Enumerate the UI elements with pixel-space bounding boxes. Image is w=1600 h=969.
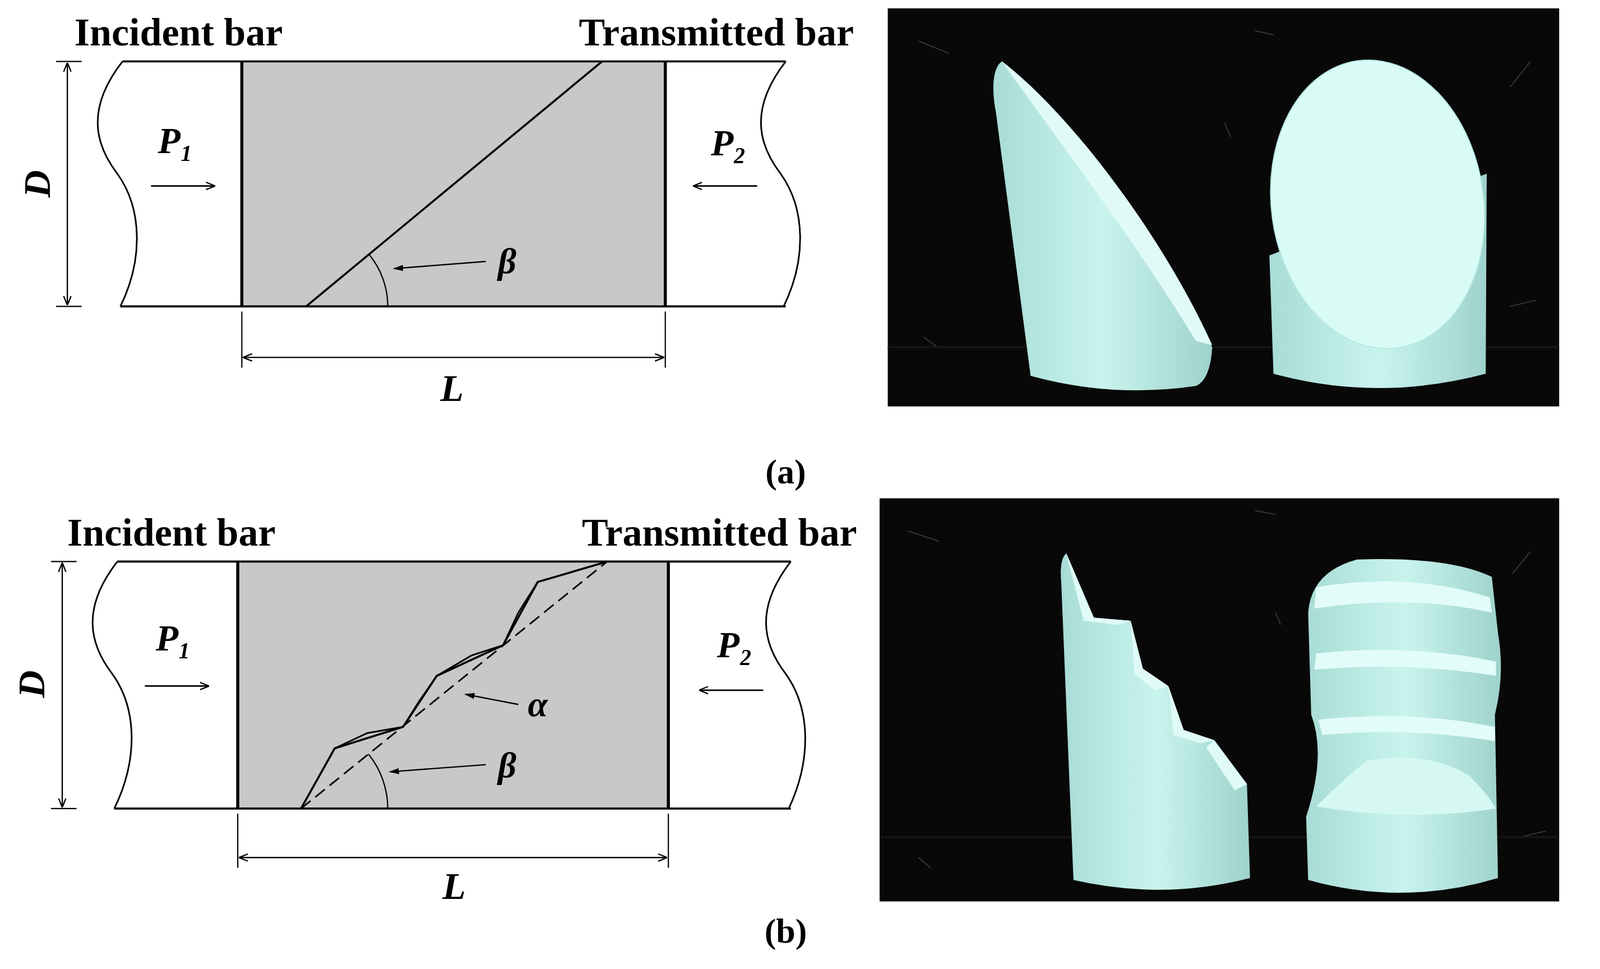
mean-joint-line [301, 561, 608, 808]
angle-label: β [497, 747, 517, 784]
dimension-label: L [442, 866, 466, 905]
bar-break [92, 561, 132, 808]
load-arrow [150, 185, 215, 187]
schematic-a [56, 61, 800, 368]
leader-line [465, 694, 519, 705]
load-arrow [144, 685, 208, 687]
photo-b [879, 498, 1560, 902]
bar-break [760, 61, 800, 307]
leader-line [394, 261, 487, 269]
bar-name: Incident bar [74, 12, 283, 53]
bar-break [765, 561, 806, 808]
dimension-label: D [17, 169, 57, 198]
load-label: P₂ [710, 124, 747, 162]
bar-name: Transmitted bar [581, 512, 858, 553]
panel-label: (a) [765, 454, 806, 489]
angle-label: α [528, 686, 548, 723]
serrated-joint [301, 561, 608, 808]
angle-label: β [497, 243, 517, 280]
specimen [241, 61, 665, 307]
leader-line [389, 764, 486, 772]
schematic-b [51, 561, 806, 868]
dimension-label: D [12, 669, 51, 698]
load-arrow [694, 185, 758, 187]
load-label: P₁ [157, 122, 193, 160]
load-label: P₁ [155, 619, 192, 657]
photo-a [888, 8, 1560, 407]
joint-line [306, 61, 603, 307]
bar-break [97, 61, 137, 307]
panel-label: (b) [764, 913, 808, 949]
load-label: P₂ [717, 626, 753, 664]
specimen [237, 561, 669, 808]
dimension-line [243, 356, 664, 358]
dimension-line [66, 63, 68, 305]
bar-name: Transmitted bar [578, 12, 854, 53]
dimension-label: L [440, 368, 465, 408]
bar-name: Incident bar [67, 512, 276, 553]
dimension-line [61, 563, 63, 807]
load-arrow [700, 688, 764, 691]
dimension-line [239, 856, 667, 858]
